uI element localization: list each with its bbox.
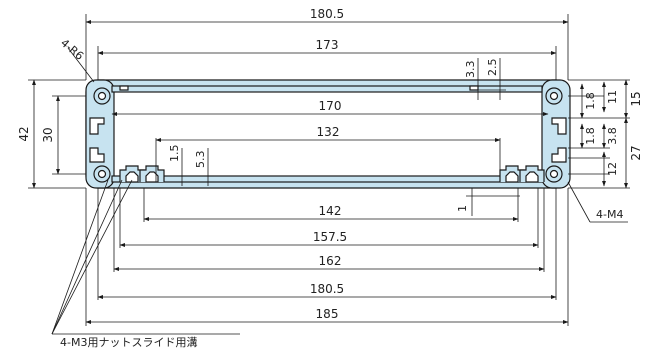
- label-1-5: 1.5: [168, 145, 181, 163]
- label-27: 27: [629, 145, 643, 160]
- leader-nut-3: [51, 179, 109, 335]
- label-2-5: 2.5: [486, 59, 499, 77]
- label-nut-groove: 4-M3用ナットスライド用溝: [60, 336, 197, 349]
- right-slot-upper: [551, 117, 567, 135]
- label-4-m4: 4-M4: [596, 208, 623, 221]
- label-1-8-mid: 1.8: [584, 127, 597, 145]
- right-slot-lower: [551, 147, 567, 163]
- label-15: 15: [629, 91, 643, 106]
- left-slot-upper: [89, 117, 105, 135]
- label-1: 1: [456, 205, 469, 212]
- label-3-8: 3.8: [606, 127, 619, 145]
- label-173: 173: [316, 38, 339, 52]
- label-142: 142: [319, 204, 342, 218]
- label-42: 42: [17, 126, 31, 141]
- dimension-lines: [28, 14, 630, 335]
- label-157-5: 157.5: [313, 230, 347, 244]
- label-1-8-top: 1.8: [584, 92, 597, 110]
- label-170: 170: [319, 99, 342, 113]
- leader-nut-2: [51, 179, 133, 335]
- top-notch: [469, 85, 479, 91]
- label-3-3: 3.3: [464, 61, 477, 79]
- label-4-r6: 4-R6: [58, 36, 86, 62]
- label-180-5-top: 180.5: [310, 7, 344, 21]
- label-11: 11: [606, 90, 619, 104]
- top-lip: [111, 85, 543, 93]
- label-12: 12: [606, 162, 619, 176]
- dimension-labels: 180.5 173 170 132 142 157.5 162 180.5 18…: [17, 7, 643, 349]
- label-132: 132: [317, 125, 340, 139]
- label-185: 185: [316, 307, 339, 321]
- label-162: 162: [319, 254, 342, 268]
- leader-r6: [67, 47, 95, 83]
- label-5-3: 5.3: [194, 151, 207, 169]
- extrusion-profile: [85, 79, 571, 189]
- bottom-lip: [111, 175, 543, 183]
- left-slot-lower: [89, 147, 105, 163]
- leader-nut-1: [51, 179, 123, 335]
- leader-m4: [567, 181, 591, 223]
- label-180-5-bottom: 180.5: [310, 282, 344, 296]
- label-30: 30: [41, 127, 55, 142]
